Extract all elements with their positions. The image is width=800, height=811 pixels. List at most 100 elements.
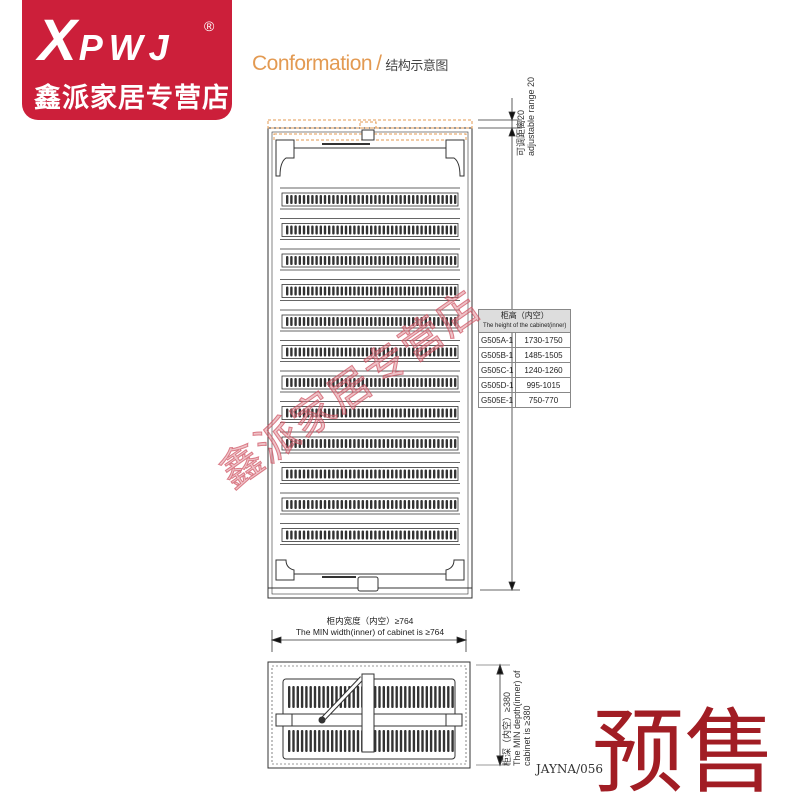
width-label: 柜内宽度（内空）≥764 The MIN width(inner) of cab… [270,615,470,637]
basket-slot [391,730,394,752]
basket-slot [399,686,403,708]
basket-slot [408,730,411,752]
basket-shelf [280,248,460,271]
basket-slot [395,686,398,708]
basket-slot [288,686,291,708]
logo-pwj: PWJ [78,27,175,68]
basket-slot [318,730,321,752]
basket-slot [356,730,360,752]
basket-slot [417,730,420,752]
basket-slot [451,686,454,708]
registered-mark: ® [204,18,215,34]
basket-slot [313,686,317,708]
range-cell: 1730-1750 [515,332,572,348]
basket-slot [356,686,360,708]
basket-shelf [280,218,460,240]
basket-slot [425,730,428,752]
basket-slot [326,730,330,752]
basket-slot [399,730,403,752]
basket-slot [318,686,321,708]
basket-shelf [280,187,460,210]
adjustable-range-en: adjustable range 20 [526,76,536,156]
basket-slot [425,686,428,708]
basket-slot [451,730,454,752]
basket-stack [280,187,460,545]
table-header: 柜高（内空） The height of the cabinet(inner) [477,309,572,333]
basket-slot [309,686,312,708]
basket-slot [309,730,312,752]
basket-slot [378,686,381,708]
model-cell: G505C-1 [477,362,517,378]
basket-shelf [280,340,460,362]
basket-slot [300,686,304,708]
basket-shelf [280,523,460,545]
basket-slot [404,686,407,708]
basket-slot [352,686,355,708]
range-cell: 1240-1260 [515,362,572,378]
presale-label: 预售 [592,702,777,804]
basket-slot [296,730,299,752]
basket-slot [395,730,398,752]
basket-shelf [280,370,460,393]
basket-slot [408,686,411,708]
title-en: Conformation [252,52,373,75]
model-cell: G505A-1 [477,332,517,348]
basket-slot [322,730,325,752]
basket-slot [343,730,347,752]
model-cell: G505D-1 [477,377,517,393]
basket-slot [292,730,295,752]
basket-slot [412,730,416,752]
basket-slot [442,730,446,752]
basket-slot [382,730,385,752]
range-cell: 1485-1505 [515,347,572,363]
basket-slot [438,730,441,752]
basket-slot [348,730,351,752]
model-cell: G505E-1 [477,392,517,408]
basket-slot [404,730,407,752]
section-title: Conformation/结构示意图 [252,52,448,76]
basket-slot [429,686,433,708]
table-header-cn: 柜高（内空） [500,311,549,320]
top-rail [275,129,465,177]
basket-slot [417,686,420,708]
basket-slot [331,686,334,708]
basket-slot [305,730,308,752]
range-cell: 750-770 [515,392,572,408]
basket-slot [331,730,334,752]
basket-slot [391,686,394,708]
title-separator: / [376,52,382,75]
range-cell: 995-1015 [515,377,572,393]
basket-slot [339,730,342,752]
basket-slot [429,730,433,752]
basket-slot [300,730,304,752]
top-view-drawing [267,661,510,769]
basket-slot [447,730,450,752]
depth-en-1: The MIN depth(inner) of [512,670,522,766]
width-cn: 柜内宽度（内空）≥764 [326,616,414,626]
basket-shelf [280,431,460,454]
basket-slot [386,730,390,752]
basket-slot [326,686,330,708]
basket-slot [442,686,446,708]
logo-store-name: 鑫派家居专营店 [34,83,230,113]
basket-shelf [280,492,460,515]
depth-label: 柜深（内空）≥380 The MIN depth(inner) of cabin… [502,670,532,766]
basket-slot [386,686,390,708]
basket-slot [434,730,437,752]
basket-slot [412,686,416,708]
adjustable-range-cn: 可调距离20 [516,109,526,156]
basket-slot [296,686,299,708]
width-en: The MIN width(inner) of cabinet is ≥764 [295,627,445,637]
table-header-en: The height of the cabinet(inner) [483,323,567,329]
basket-slot [374,730,377,752]
logo-x: X [38,8,79,73]
adjustable-range-label: 可调距离20 adjustable range 20 [516,77,536,156]
brand-logo: XPWJ ® 鑫派家居专营店 [22,0,232,120]
basket-slot [288,730,291,752]
